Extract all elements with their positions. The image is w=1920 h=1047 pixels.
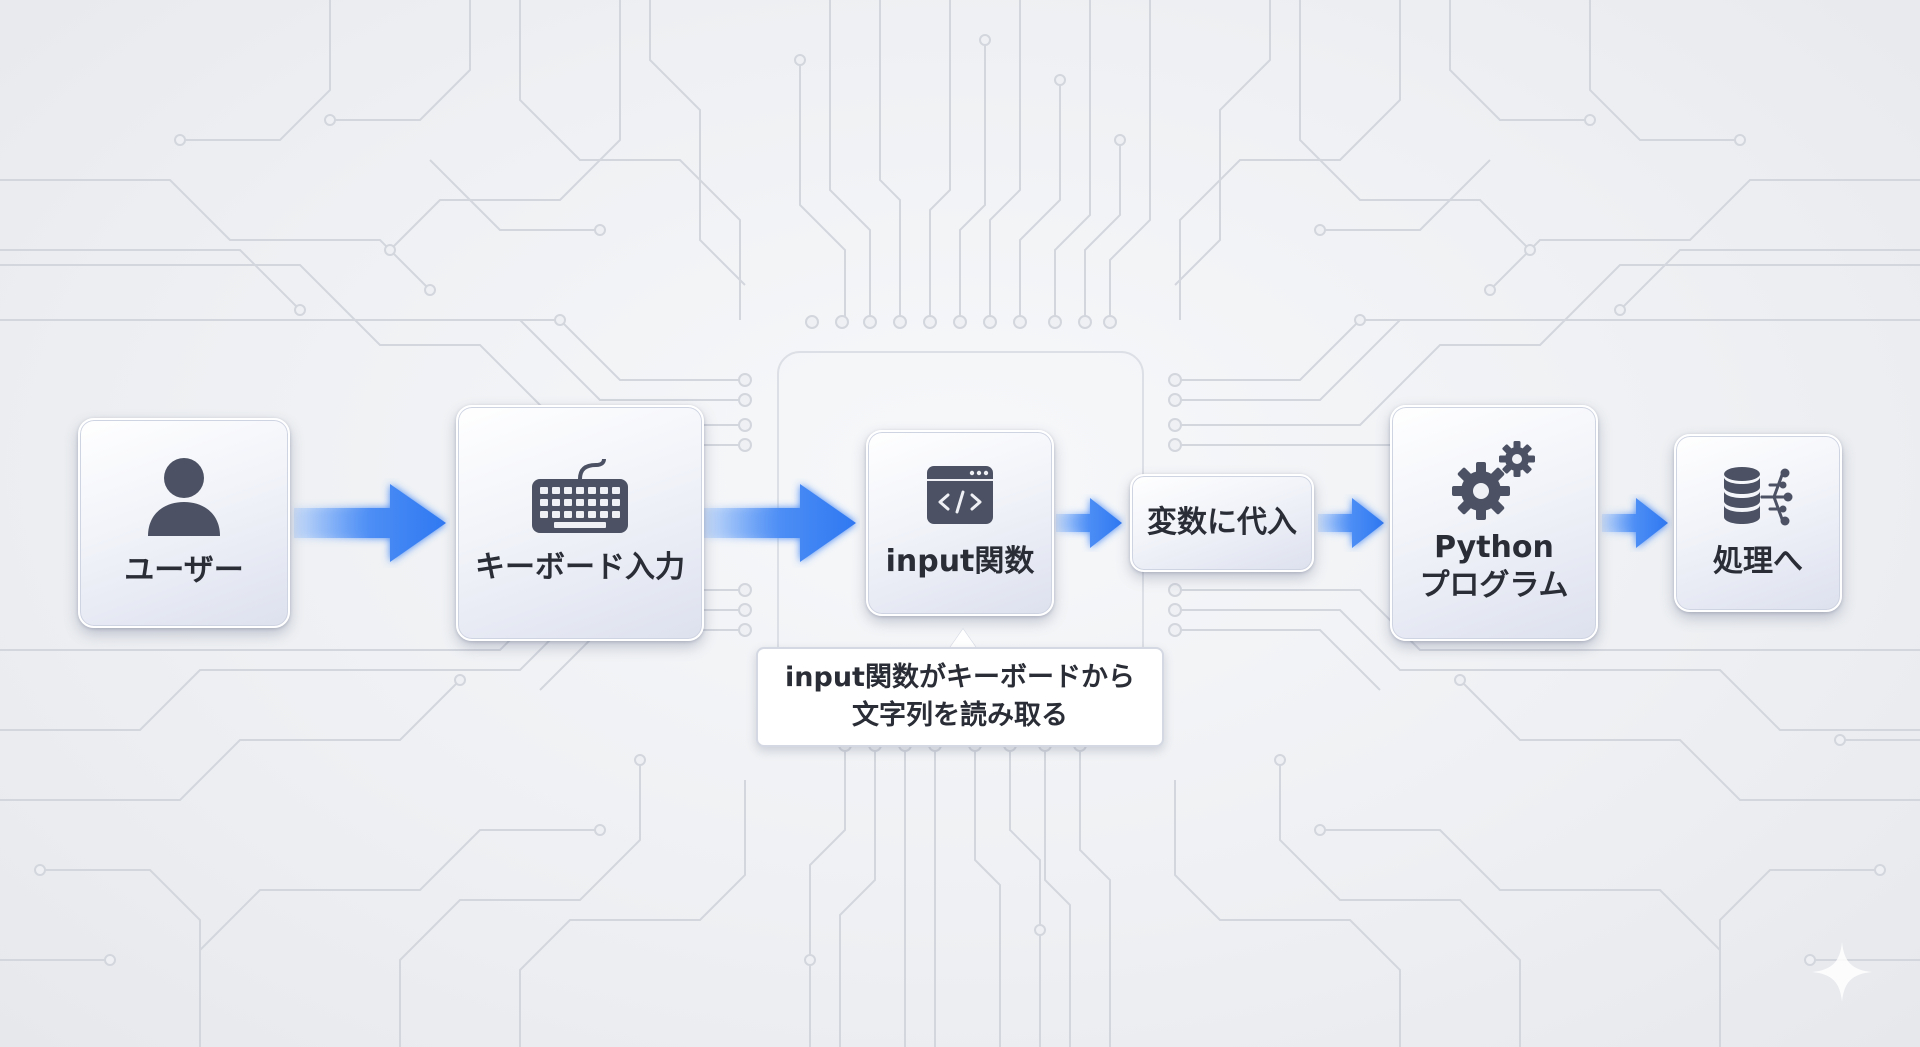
flow-arrow-3 [1056,498,1122,548]
node-python-program-label-line2: プログラム [1419,568,1569,603]
node-to-processing-label: 処理へ [1713,544,1803,579]
flow-arrow-1 [294,484,446,562]
input-function-callout: input関数がキーボードから 文字列を読み取る [756,647,1164,747]
node-python-program-label-line1: Python [1434,530,1554,565]
node-assign-variable: 変数に代入 [1130,474,1314,572]
gears-icon [1452,441,1535,520]
callout-line-2: 文字列を読み取る [852,700,1068,731]
flow-arrow-4 [1318,498,1384,548]
sparkle-icon [1812,942,1872,1002]
node-user: ユーザー [78,418,290,628]
node-assign-variable-label: 変数に代入 [1147,505,1297,540]
node-keyboard-input-label: キーボード入力 [475,550,685,585]
user-icon [148,458,220,536]
callout-pointer [949,629,977,649]
callout-line-1: input関数がキーボードから [785,662,1135,693]
database-flow-icon [1724,467,1793,526]
node-input-function-label: input関数 [885,544,1035,579]
node-user-label: ユーザー [124,553,244,588]
node-python-program: Python プログラム [1390,405,1598,641]
keyboard-icon [532,459,628,533]
node-to-processing: 処理へ [1674,434,1842,612]
code-window-icon [927,466,993,524]
node-keyboard-input: キーボード入力 [456,405,704,641]
flow-arrow-2 [704,484,856,562]
node-input-function: input関数 [866,430,1054,616]
flow-arrow-5 [1602,498,1668,548]
